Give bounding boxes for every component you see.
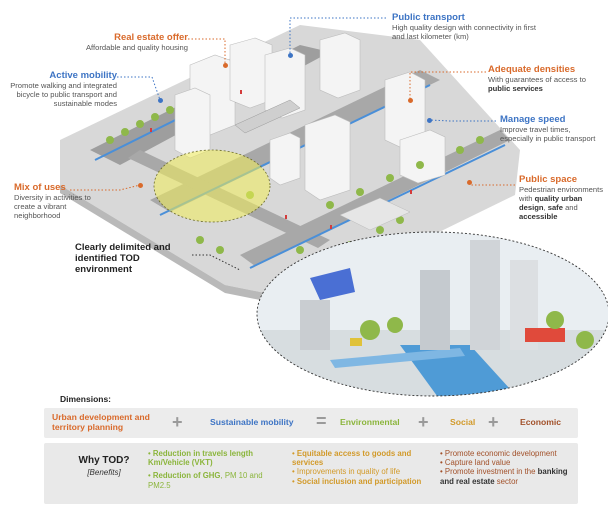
list-item: • Capture land value — [440, 458, 511, 468]
callout-manage-speed: Manage speed Improve travel times, espec… — [500, 114, 605, 143]
public-transport-marker — [288, 53, 293, 58]
station-highlight — [153, 149, 271, 223]
list-item: • Promote investment in the banking and … — [440, 467, 568, 486]
dim-mobility: Sustainable mobility — [210, 417, 294, 427]
plus-icon: + — [172, 412, 183, 432]
list-item: • Reduction of GHG, PM 10 and PM2.5 — [148, 471, 263, 490]
why-tod-heading: Why TOD? [Benefits] — [68, 455, 140, 477]
callout-active-mobility: Active mobility Promote walking and inte… — [8, 70, 117, 108]
dimensions-heading: Dimensions: — [60, 394, 112, 404]
active-mobility-marker — [158, 98, 163, 103]
econ-benefit-3: Promote investment in the — [444, 467, 536, 477]
callout-tod-environment: Clearly delimited and identified TOD env… — [75, 242, 193, 275]
benefits-environmental: • Reduction in travels length Km/Vehicle… — [148, 449, 273, 490]
callout-real-estate: Real estate offer Affordable and quality… — [74, 32, 188, 52]
public-space-desc: Pedestrian environments with — [519, 185, 603, 203]
econ-benefit-1: Promote economic development — [444, 449, 557, 458]
speed-marker — [427, 118, 432, 123]
densities-desc-bold: public services — [488, 84, 543, 93]
real-estate-marker — [223, 63, 228, 68]
densities-desc: With guarantees of access to — [488, 75, 586, 84]
densities-title: Adequate densities — [488, 64, 576, 75]
tod-illustration — [60, 17, 608, 397]
plus-icon: + — [418, 412, 429, 432]
social-benefit-3: Social inclusion and participation — [296, 476, 422, 486]
mix-uses-marker — [138, 183, 143, 188]
public-transport-title: Public transport — [392, 12, 465, 23]
real-estate-title: Real estate offer — [114, 32, 188, 43]
callout-mix-of-uses: Mix of uses Diversity in activities to c… — [14, 182, 106, 220]
plus-icon: + — [488, 412, 499, 432]
equals-icon: = — [316, 411, 327, 431]
public-space-comma: , — [543, 203, 546, 212]
dim-social: Social — [450, 417, 476, 427]
active-mobility-title: Active mobility — [49, 70, 117, 81]
why-tod-title: Why TOD? — [78, 455, 130, 466]
mix-uses-title: Mix of uses — [14, 182, 66, 193]
benefits-economic: • Promote economic development • Capture… — [440, 449, 576, 486]
station-canopy — [234, 99, 301, 134]
real-estate-desc: Affordable and quality housing — [85, 43, 188, 52]
callout-public-transport: Public transport High quality design wit… — [392, 12, 542, 41]
list-item: • Improvements in quality of life — [292, 467, 401, 477]
list-item: • Social inclusion and participation — [292, 476, 422, 486]
zoom-view — [257, 232, 608, 396]
public-space-and: and — [565, 203, 578, 212]
why-tod-subtitle: [Benefits] — [87, 468, 121, 477]
mix-uses-desc: Diversity in activities to create a vibr… — [14, 193, 91, 220]
public-space-bold2: safe — [547, 203, 563, 212]
econ-benefit-3-post: sector — [496, 476, 519, 486]
public-space-bold1: quality urban design — [519, 194, 583, 212]
callout-public-space: Public space Pedestrian environments wit… — [519, 174, 606, 221]
social-benefit-1: Equitable access to goods and services — [292, 449, 412, 468]
bus-canopy — [310, 268, 355, 300]
public-space-marker — [467, 180, 472, 185]
benefits-social: • Equitable access to goods and services… — [292, 449, 430, 486]
callout-adequate-densities: Adequate densities With guarantees of ac… — [488, 64, 603, 93]
public-transport-desc: High quality design with connectivity in… — [392, 23, 536, 41]
list-item: • Promote economic development — [440, 449, 557, 458]
econ-benefit-2: Capture land value — [444, 458, 511, 468]
dim-environmental: Environmental — [340, 417, 400, 427]
why-tod-panel: Why TOD? [Benefits] • Reduction in trave… — [44, 443, 578, 504]
public-space-title: Public space — [519, 174, 578, 185]
dim-economic: Economic — [520, 417, 562, 427]
public-space-bold3: accessible — [519, 212, 558, 221]
list-item: • Reduction in travels length Km/Vehicle… — [148, 449, 253, 468]
dim-urban: Urban development and territory planning — [52, 412, 150, 432]
trees — [106, 106, 484, 254]
social-benefit-2: Improvements in quality of life — [296, 467, 401, 477]
tod-environment-title: Clearly delimited and identified TOD env… — [75, 242, 171, 275]
list-item: • Equitable access to goods and services — [292, 449, 412, 468]
env-benefit-2: Reduction of GHG — [152, 471, 221, 481]
manage-speed-title: Manage speed — [500, 114, 566, 125]
plaza — [339, 197, 411, 231]
manage-speed-desc: Improve travel times, especially in publ… — [500, 125, 596, 143]
env-benefit-1: Reduction in travels length Km/Vehicle (… — [148, 449, 253, 468]
densities-marker — [408, 98, 413, 103]
env-benefit-2-rest: , PM 10 and PM2.5 — [148, 471, 263, 490]
dimensions-bar: Urban development and territory planning… — [44, 408, 578, 438]
active-mobility-desc: Promote walking and integrated bicycle t… — [10, 81, 117, 108]
econ-benefit-3-bold: banking and real estate — [440, 467, 568, 486]
